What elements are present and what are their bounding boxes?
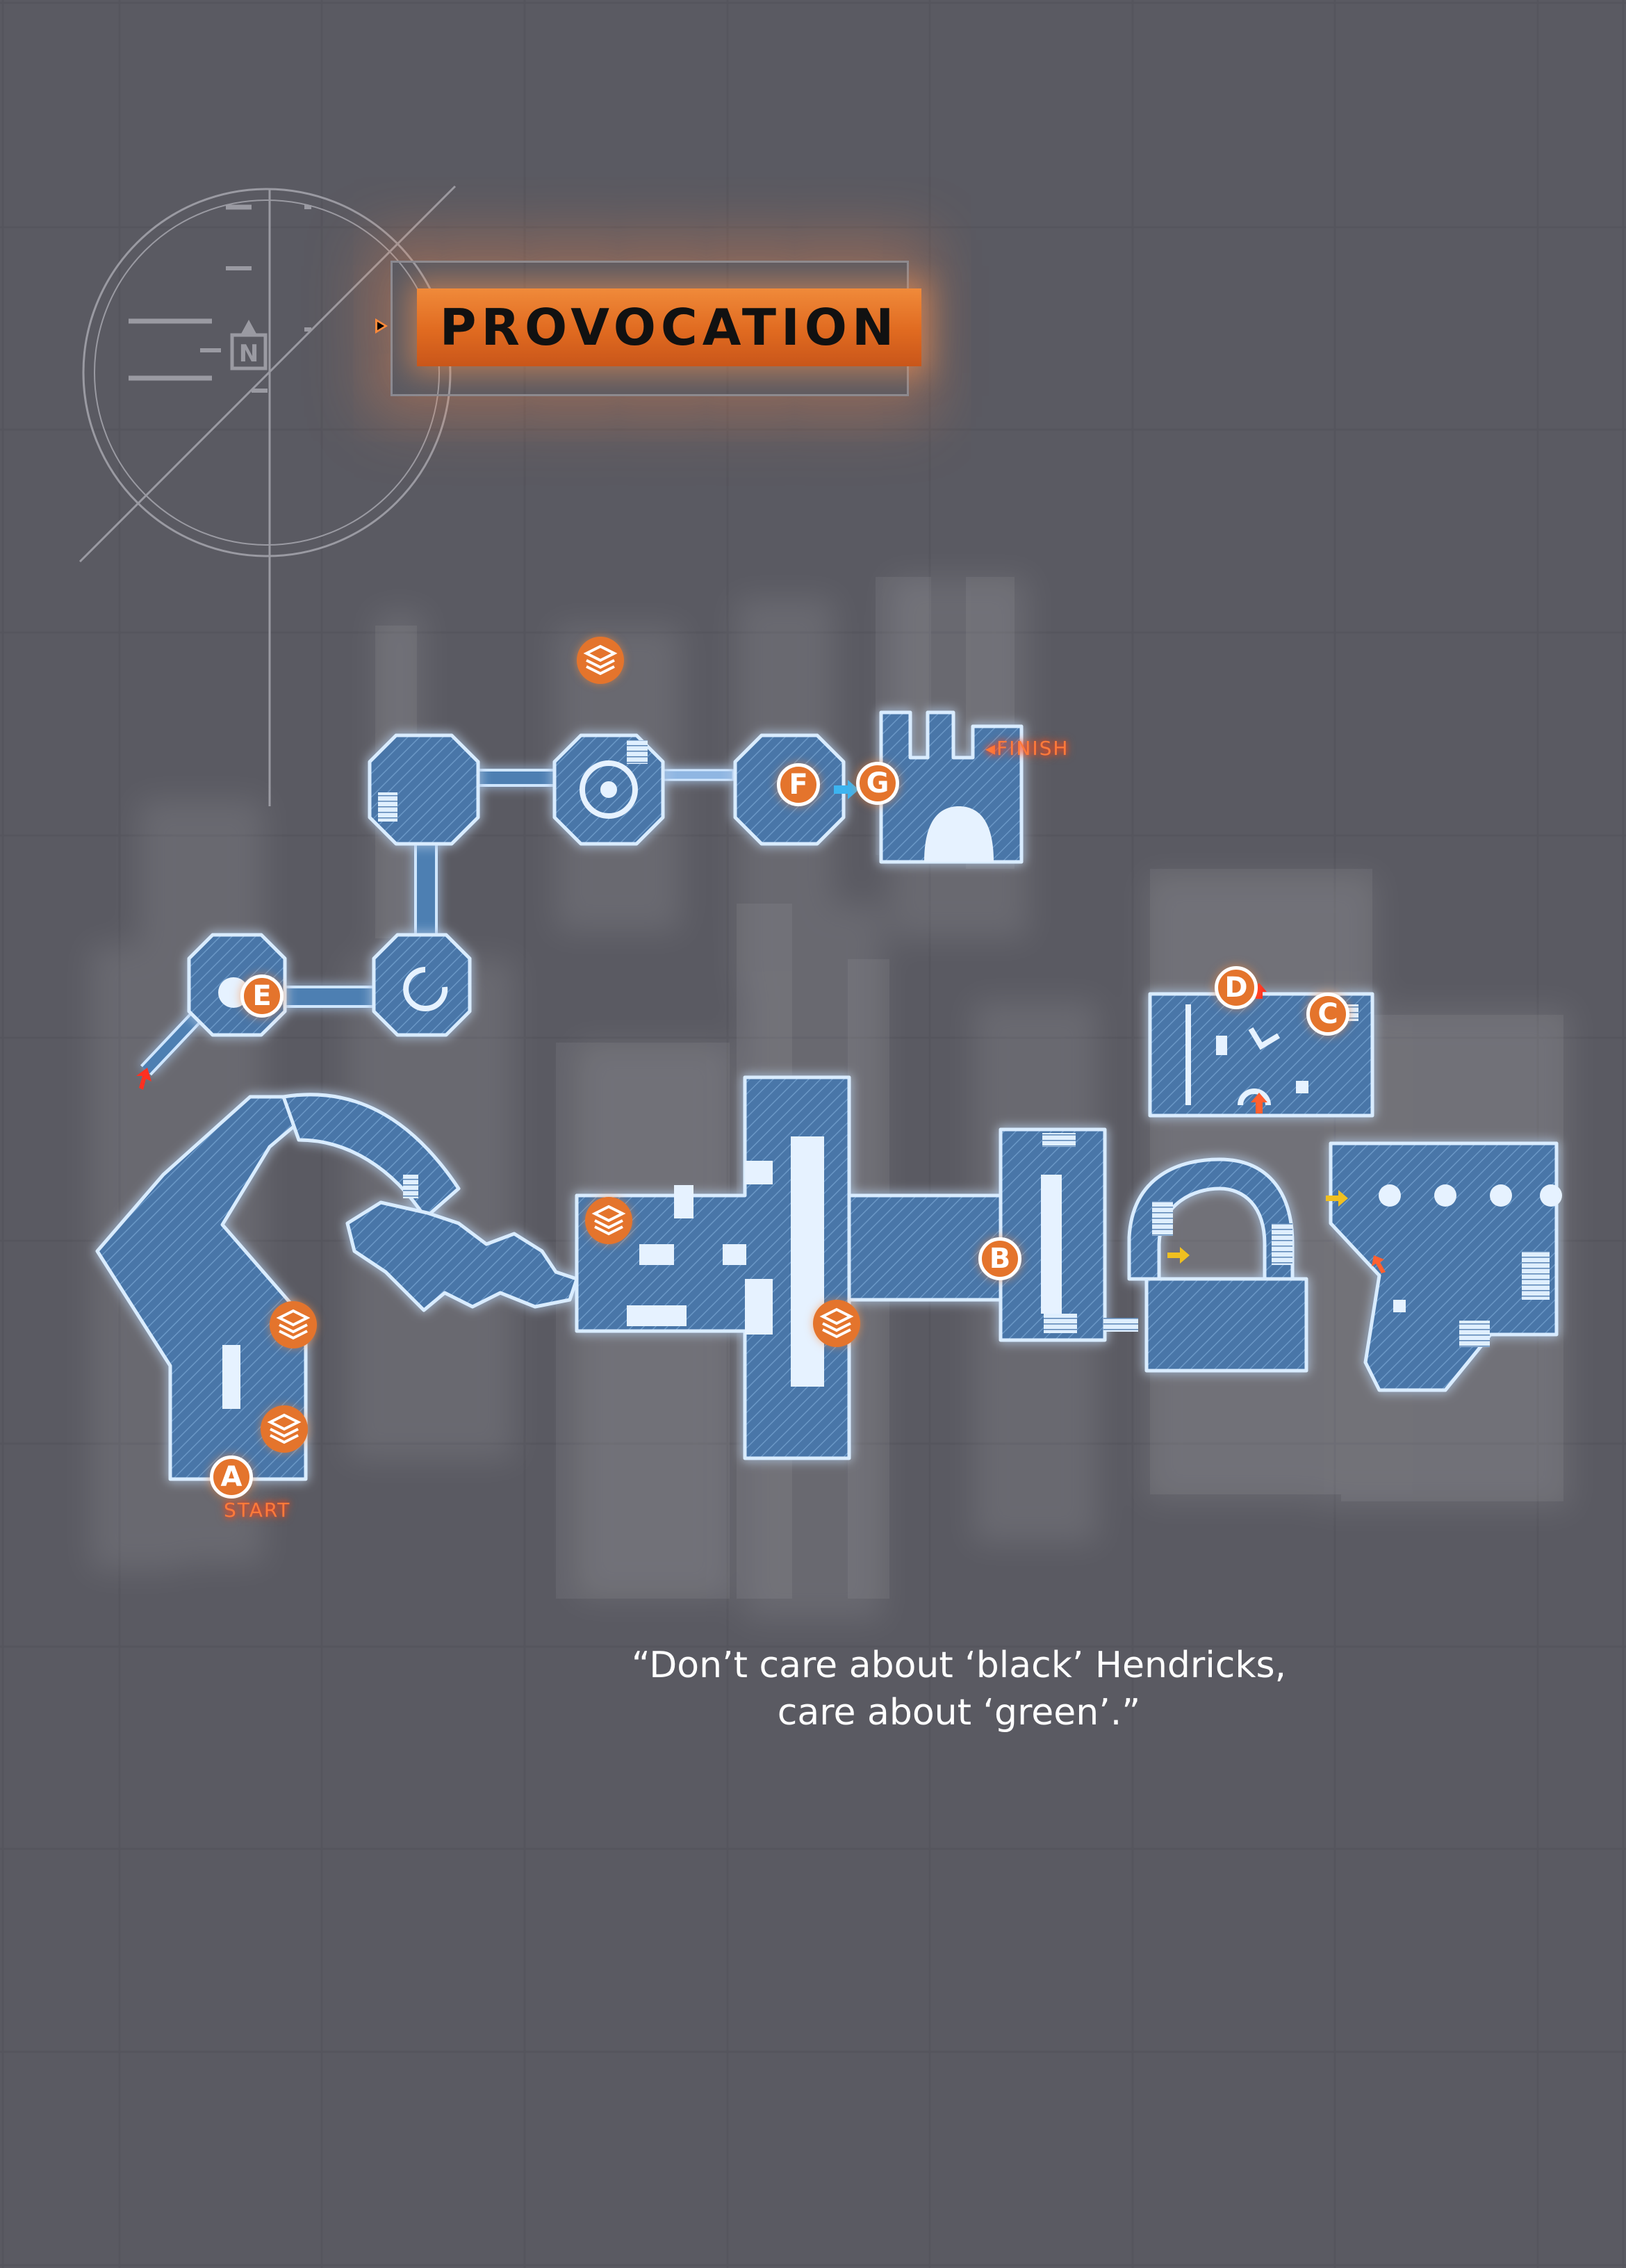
- intel-stack-icon[interactable]: [813, 1300, 860, 1347]
- waypoint-f[interactable]: F: [777, 763, 820, 806]
- room-features: [218, 806, 1562, 1409]
- title-plate: PROVOCATION: [417, 288, 921, 366]
- intel-stack-icon[interactable]: [261, 1405, 308, 1453]
- intel-stack-icon[interactable]: [270, 1301, 317, 1348]
- mission-quote: “Don’t care about ‘black’ Hendricks, car…: [486, 1642, 1431, 1736]
- start-label: START: [224, 1499, 291, 1521]
- finish-label-text: FINISH: [996, 737, 1069, 760]
- quote-line-2: care about ‘green’.”: [777, 1692, 1141, 1733]
- waypoint-a[interactable]: A: [210, 1455, 253, 1499]
- room-details: [403, 760, 1281, 1106]
- compass: [79, 185, 457, 806]
- waypoint-c[interactable]: C: [1306, 993, 1349, 1036]
- stairs: [378, 740, 1550, 1347]
- quote-line-1: “Don’t care about ‘black’ Hendricks,: [631, 1645, 1287, 1686]
- direction-arrows: [136, 780, 1386, 1273]
- north-label: N: [239, 340, 258, 368]
- waypoint-g[interactable]: G: [856, 762, 899, 805]
- waypoint-b[interactable]: B: [978, 1237, 1021, 1280]
- title-pointer-icon: [375, 318, 388, 334]
- finish-label: ◂FINISH: [985, 737, 1069, 760]
- waypoint-e[interactable]: E: [240, 974, 284, 1018]
- background-shapes: [375, 577, 1563, 1599]
- intel-stack-icon[interactable]: [585, 1197, 632, 1244]
- waypoint-d[interactable]: D: [1215, 966, 1258, 1009]
- page-title: PROVOCATION: [439, 298, 899, 357]
- intel-stack-icon[interactable]: [577, 637, 624, 684]
